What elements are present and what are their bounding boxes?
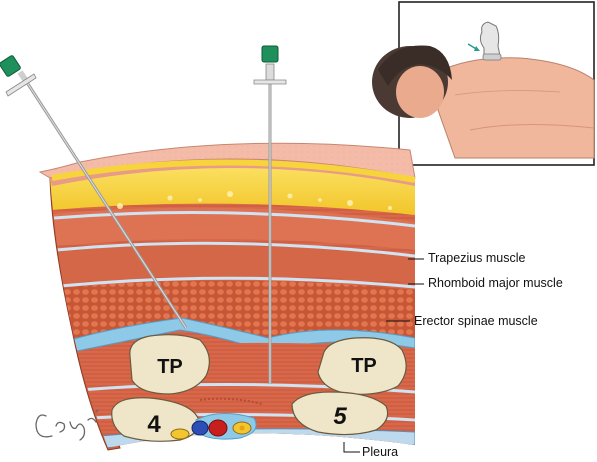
label-rhomboid: Rhomboid major muscle (428, 276, 563, 290)
label-erector-spinae: Erector spinae muscle (414, 314, 538, 328)
ultrasound-probe-icon (467, 21, 502, 61)
needle-hub-center (261, 45, 279, 63)
label-pleura: Pleura (362, 445, 399, 459)
vertebra-label-5: 5 (333, 403, 347, 430)
patient-inset (372, 1, 595, 166)
vertebra-label-4: 4 (147, 411, 161, 438)
rhomboid-layer (56, 245, 415, 284)
needle-vertical (253, 45, 287, 384)
vein-icon (191, 420, 209, 436)
tissue-block: TP TP 4 5 (38, 142, 416, 451)
artist-signature (35, 409, 99, 441)
needle-oblique (0, 55, 188, 329)
needle-hub-left (0, 55, 21, 77)
tp-label-right: TP (351, 355, 377, 377)
injectate-spread (69, 317, 415, 353)
leader-lines (343, 258, 424, 453)
patient-back (437, 57, 595, 159)
artery-icon (208, 419, 228, 437)
tp-label-left: TP (157, 356, 183, 378)
erector-spinae-layer (60, 280, 415, 340)
transverse-process-right: TP (317, 337, 407, 395)
label-trapezius: Trapezius muscle (428, 251, 526, 265)
subcutaneous-fat (50, 164, 415, 215)
patient-head (372, 45, 452, 118)
neurovascular-bundle (170, 413, 257, 440)
transverse-process-left: TP (129, 334, 210, 395)
rib-right: 5 (291, 391, 389, 436)
